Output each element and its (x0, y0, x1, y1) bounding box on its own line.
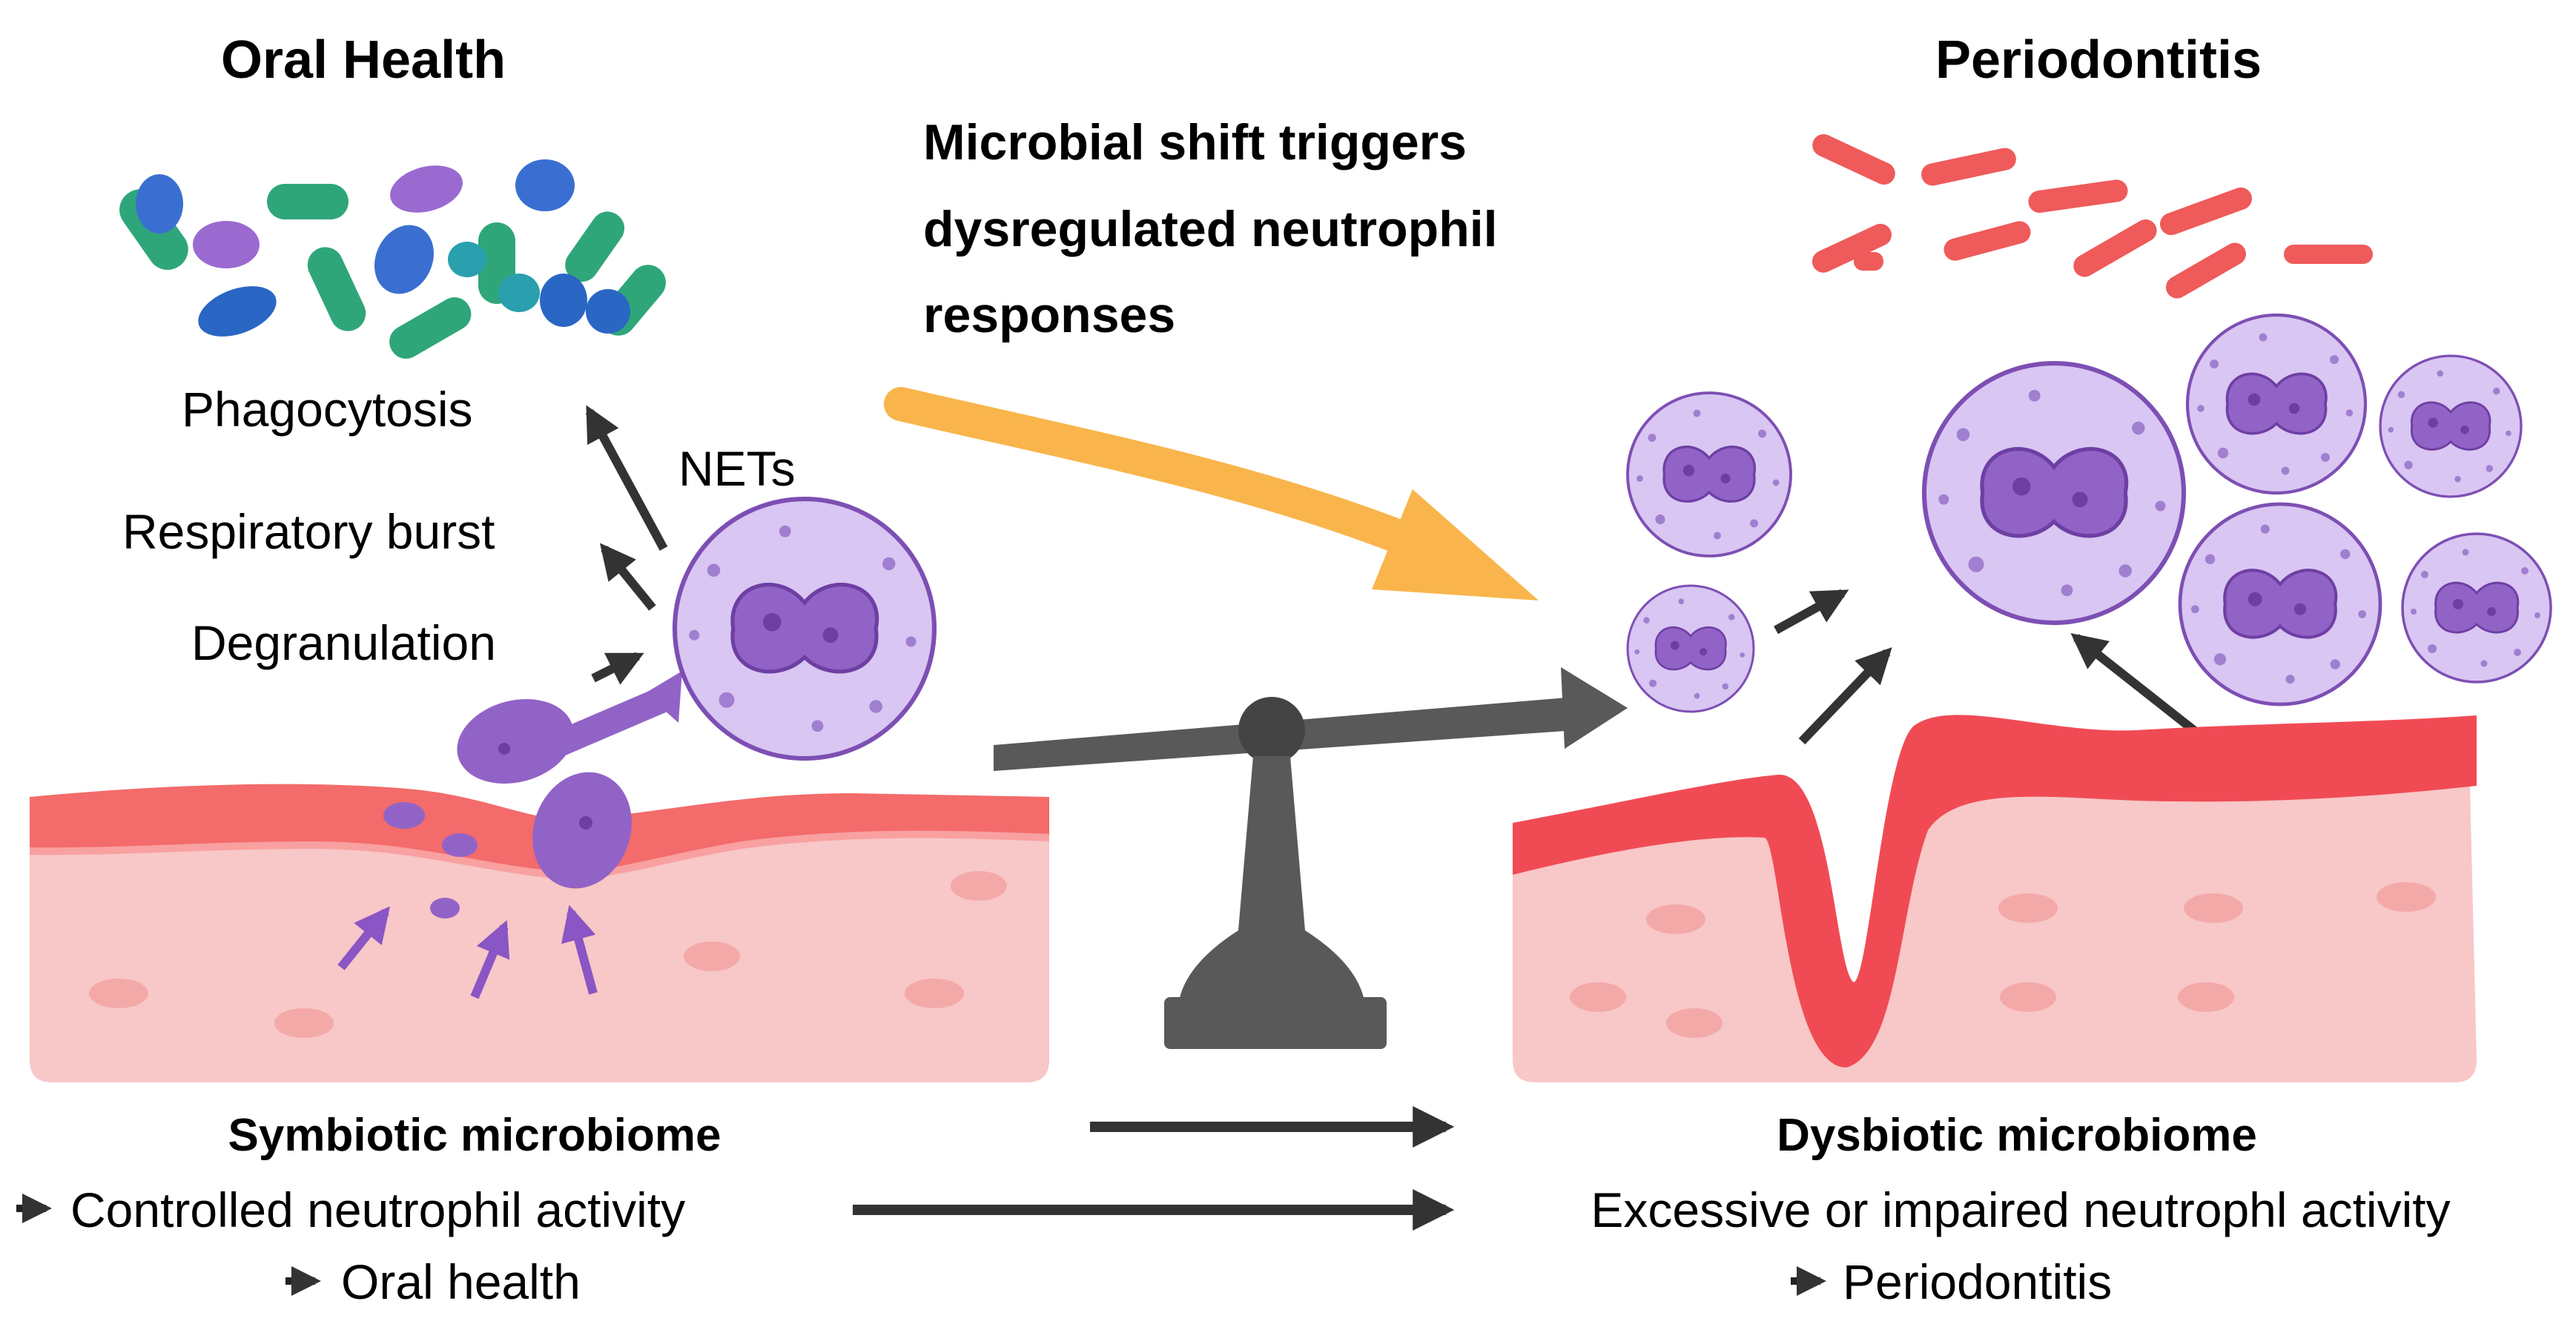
caption-right-heading: Dysbiotic microbiome (1777, 1110, 2257, 1161)
arrow-right-1 (1774, 589, 1849, 635)
caption-left-line1: Controlled neutrophil activity (70, 1182, 685, 1237)
balance-scale-icon (994, 667, 1628, 1049)
arrow-degranulation (591, 652, 644, 685)
arrow-respiratory-burst (599, 543, 656, 611)
arrow-right-3 (2070, 633, 2202, 738)
shift-text-line3: responses (923, 287, 1175, 343)
arrow-phagocytosis (585, 405, 668, 551)
neutrophil-small-6 (2402, 534, 2551, 682)
curved-arrow-icon (884, 387, 1539, 600)
title-oral-health: Oral Health (221, 30, 506, 90)
migrating-neutrophil-icon (383, 671, 682, 919)
caption-right-line2: Periodontitis (1843, 1254, 2112, 1309)
neutrophil-small-3 (2187, 315, 2365, 493)
bacteria-cluster-icon (119, 159, 666, 359)
caption-left-line2: Oral health (341, 1254, 581, 1309)
title-periodontitis: Periodontitis (1935, 30, 2262, 90)
caption-right-line1: Excessive or impaired neutrophl activity (1591, 1182, 2450, 1237)
label-phagocytosis: Phagocytosis (182, 382, 473, 437)
neutrophil-small-4 (2380, 356, 2521, 497)
label-nets: NETs (678, 441, 796, 496)
shift-text-line1: Microbial shift triggers (923, 114, 1467, 171)
label-respiratory-burst: Respiratory burst (122, 504, 495, 559)
periodontal-pocket-icon (1513, 715, 2477, 1082)
purple-arrow-2 (470, 920, 510, 999)
purple-arrow-3 (561, 904, 598, 995)
neutrophil-small-2 (1628, 586, 1754, 712)
caption-left-heading: Symbiotic microbiome (228, 1110, 721, 1161)
shift-text-line2: dysregulated neutrophil (923, 201, 1498, 257)
neutrophil-large (1924, 363, 2184, 623)
rod-bacteria-icon (1812, 133, 2373, 299)
neutrophil-small-5 (2180, 504, 2380, 704)
arrow-right-2 (1798, 647, 1892, 745)
neutrophil-icon (675, 499, 934, 758)
label-degranulation: Degranulation (191, 615, 496, 670)
neutrophil-small-1 (1628, 393, 1791, 556)
purple-arrow-1 (337, 906, 390, 970)
